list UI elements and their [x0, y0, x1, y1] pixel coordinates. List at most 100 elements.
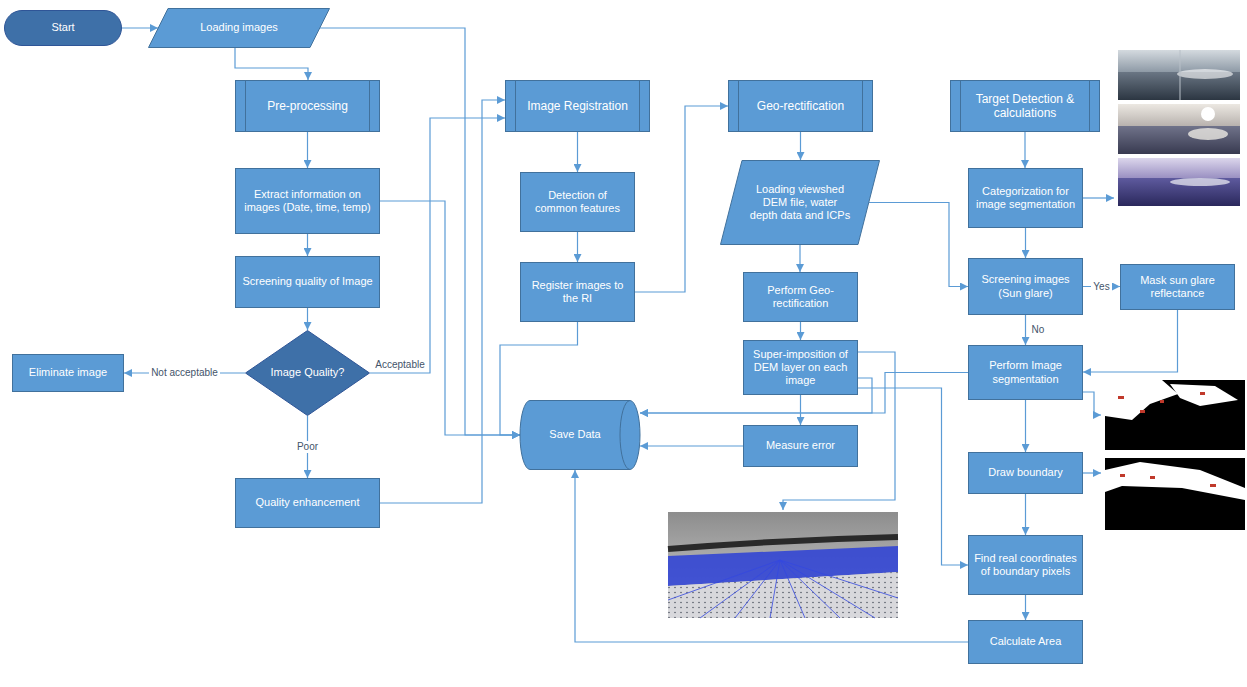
flow-arrow: [307, 308, 308, 330]
dem-ray: [700, 560, 780, 618]
mask-region: [1105, 462, 1245, 500]
stage-heading: Pre-processing: [251, 99, 364, 113]
node-label: Categorization for image segmentation: [974, 185, 1077, 211]
flow-arrow: [800, 132, 801, 160]
flow-arrow: [122, 27, 158, 28]
sea-photo: [1118, 104, 1240, 154]
photo-ground: [668, 512, 898, 618]
segmentation-result: [1105, 458, 1245, 530]
flow-arrow: [307, 234, 308, 256]
subprocess-rule: [515, 80, 516, 132]
flow-arrow: [1025, 494, 1026, 535]
subprocess-box: Target Detection & calculations: [950, 80, 1100, 132]
subprocess-shape: [729, 81, 873, 132]
process-box: Draw boundary: [968, 452, 1083, 494]
node-label: Eliminate image: [18, 366, 118, 379]
flow-arrow: [1083, 310, 1178, 372]
process-box: Find real coordinates of boundary pixels: [968, 535, 1083, 595]
process-box: Categorization for image segmentation: [968, 168, 1083, 228]
subprocess-box: Image Registration: [505, 80, 650, 132]
process-box: Quality enhancement: [235, 478, 380, 528]
input-output-box: Loading images: [148, 8, 330, 48]
process-box: Detection of common features: [520, 172, 635, 232]
mask-ground: [1105, 380, 1245, 450]
edge-label: Acceptable: [373, 359, 426, 371]
flow-arrow: [869, 203, 968, 287]
node-label: Screening images (Sun glare): [974, 273, 1077, 299]
mask-speck: [1120, 474, 1125, 477]
sun-glare: [1177, 69, 1233, 79]
flow-arrow: [800, 322, 801, 340]
flow-arrow: [577, 132, 578, 172]
mask-speck: [1140, 410, 1145, 413]
node-label: Screening quality of Image: [241, 275, 374, 288]
flow-arrow: [858, 388, 968, 565]
mask-region: [1105, 380, 1178, 420]
node-label: Perform Geo-rectification: [749, 284, 852, 310]
flow-arrow: [575, 470, 968, 642]
shoreline: [668, 537, 898, 549]
flow-arrow: [640, 445, 743, 446]
mask-ground: [1105, 458, 1245, 530]
subprocess-rule: [369, 80, 370, 132]
flow-arrow: [1024, 132, 1025, 168]
photo-sea: [1118, 178, 1240, 206]
dem-ray: [780, 560, 805, 618]
subprocess-rule: [862, 80, 863, 132]
process-box: Measure error: [743, 425, 858, 467]
flow-arrow: [1025, 228, 1026, 258]
process-box: Screening images (Sun glare): [968, 258, 1083, 315]
dem-ray: [780, 560, 898, 598]
node-label: Save Data: [535, 428, 615, 441]
sea-photo: [1118, 50, 1240, 100]
subprocess-shape: [236, 81, 380, 132]
process-box: Eliminate image: [12, 354, 124, 392]
dem-ray: [780, 560, 840, 618]
segmentation-result: [1105, 380, 1245, 450]
photo-sky: [1118, 158, 1240, 178]
start-terminator: Start: [4, 10, 122, 46]
flow-arrow: [380, 100, 505, 503]
edge-label: Not acceptable: [149, 367, 220, 379]
photo-sky: [1118, 50, 1240, 72]
mask-speck: [1118, 396, 1124, 399]
flow-arrow: [1025, 595, 1026, 620]
node-label: Loading viewshed DEM file, water depth d…: [748, 183, 852, 223]
mask-speck: [1150, 476, 1155, 479]
parallelogram-shape: [149, 9, 330, 48]
sun-glare: [1170, 178, 1230, 186]
node-label: Mask sun glare reflectance: [1126, 274, 1229, 300]
flow-arrow: [577, 232, 578, 262]
flow-arrow: [307, 132, 308, 168]
subprocess-rule: [960, 80, 961, 132]
flow-arrow: [635, 106, 728, 292]
leader-line: [1083, 472, 1101, 473]
process-box: Calculate Area: [968, 620, 1083, 664]
leader-line: [1083, 392, 1101, 415]
dem-ray: [780, 560, 875, 618]
photo-sky: [1118, 104, 1240, 126]
dem-ray: [735, 560, 780, 618]
node-label: Draw boundary: [974, 466, 1077, 479]
photo-seam: [1180, 50, 1181, 100]
cylinder-shape: [520, 401, 640, 470]
edge-label: Poor: [295, 441, 320, 453]
subprocess-rule: [1089, 80, 1090, 132]
dem-ray: [770, 560, 780, 618]
mask-speck: [1210, 484, 1216, 487]
parallelogram-shape: [721, 161, 880, 245]
node-label: Detection of common features: [526, 189, 629, 215]
edge-label: No: [1030, 324, 1047, 336]
sun: [1201, 107, 1215, 121]
stage-heading: Image Registration: [521, 99, 634, 113]
process-box: Screening quality of Image: [235, 256, 380, 308]
subprocess-rule: [639, 80, 640, 132]
process-box: Register images to the RI: [520, 262, 635, 322]
flow-arrow: [380, 201, 520, 435]
photo-sea: [1118, 126, 1240, 154]
mask-speck: [1200, 392, 1205, 395]
process-box: Perform Geo-rectification: [743, 272, 858, 322]
node-label: Super-imposition of DEM layer on each im…: [749, 348, 852, 388]
process-box: Mask sun glare reflectance: [1120, 264, 1235, 310]
